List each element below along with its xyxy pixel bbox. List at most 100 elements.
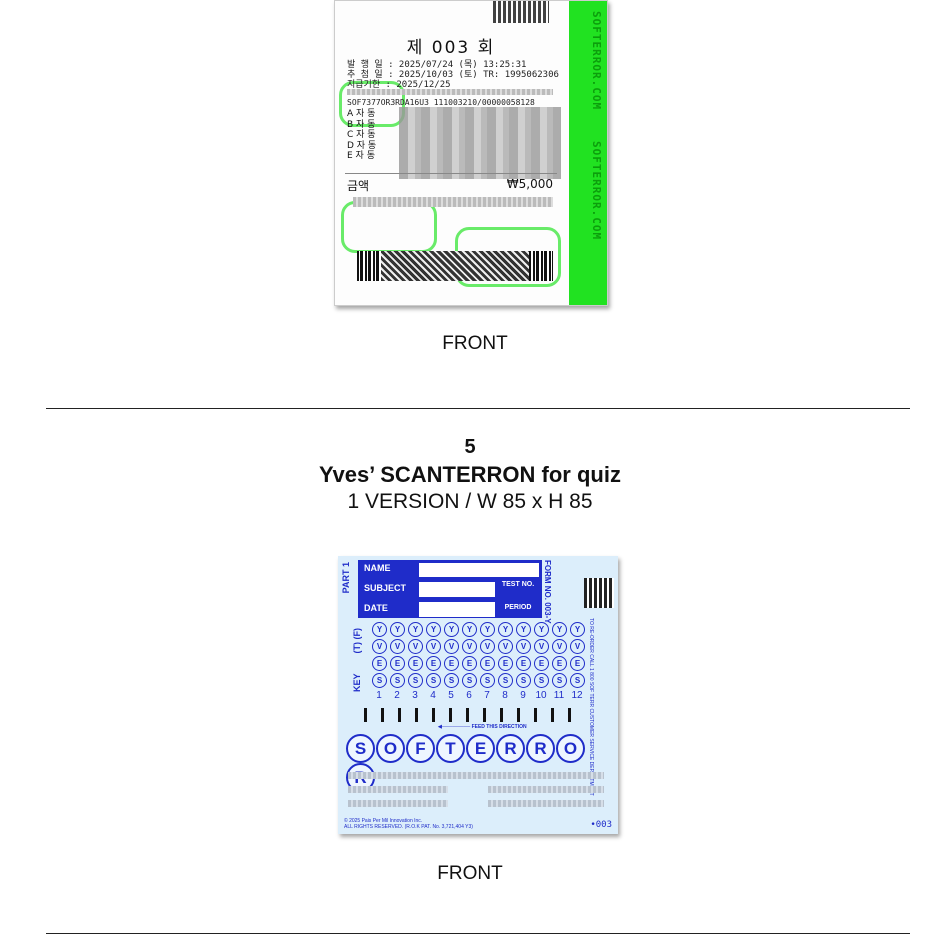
answer-bubble: Y — [552, 622, 567, 637]
auto-label: C 자 동 — [347, 130, 376, 140]
blurred-text — [488, 786, 604, 793]
question-number: 11 — [553, 690, 565, 701]
answer-bubble: Y — [516, 622, 531, 637]
answer-bubble: Y — [408, 622, 423, 637]
answer-bubble: V — [462, 639, 477, 654]
answer-bubble: V — [426, 639, 441, 654]
answer-bubble: Y — [534, 622, 549, 637]
ticket-amount-row: 금액 ₩5,000 — [347, 177, 553, 194]
feed-direction: ◀──────── FEED THIS DIRECTION — [438, 724, 527, 730]
answer-bubble: S — [408, 673, 423, 688]
ticket-auto-labels: A 자 동 B 자 동 C 자 동 D 자 동 E 자 동 — [347, 109, 376, 162]
ticket-issue-date: 발 행 일 : 2025/07/24 (목) 13:25:31 — [347, 60, 527, 70]
question-number: 7 — [484, 690, 490, 701]
answer-bubble: E — [372, 656, 387, 671]
answer-bubble: S — [426, 673, 441, 688]
front-label: FRONT — [437, 863, 503, 884]
item-number: 5 — [464, 436, 476, 458]
answer-bubble: V — [552, 639, 567, 654]
letter-bubble: T — [436, 734, 465, 763]
side-note: TO RE-ORDER CALL 1 800 SOF TERR CUSTOMER… — [588, 618, 594, 796]
field-name: NAME — [364, 563, 391, 573]
info-table: NAME SUBJECT DATE TEST NO. PERIOD — [358, 560, 542, 618]
answer-bubble: S — [372, 673, 387, 688]
answer-bubble: E — [498, 656, 513, 671]
answer-bubble: Y — [444, 622, 459, 637]
green-graphic — [339, 81, 405, 127]
field-date: DATE — [364, 603, 388, 613]
letter-bubble: E — [466, 734, 495, 763]
answer-bubble: Y — [480, 622, 495, 637]
question-number: 3 — [412, 690, 418, 701]
blurred-text — [353, 197, 553, 207]
barcode-icon — [357, 251, 553, 281]
answer-bubble: Y — [462, 622, 477, 637]
softerror-bubbles: SOFTERROR — [346, 734, 614, 792]
blurred-text — [347, 89, 553, 95]
green-graphic — [341, 201, 437, 253]
answer-bubble: E — [462, 656, 477, 671]
scantron-card-image: PART 1 NAME SUBJECT DATE TEST NO. PERIOD… — [338, 556, 618, 834]
item-title: Yves’ SCANTERRON for quiz — [319, 462, 621, 487]
answer-bubble: E — [534, 656, 549, 671]
answer-bubble: E — [408, 656, 423, 671]
answer-bubble: V — [372, 639, 387, 654]
answer-bubble: S — [570, 673, 585, 688]
auto-label: A 자 동 — [347, 109, 376, 119]
answer-bubble: Y — [498, 622, 513, 637]
ticket-serial: SOF7377OR3RDA16U3 111003210/00000058128 — [347, 98, 535, 107]
answer-bubble: Y — [390, 622, 405, 637]
question-number: 4 — [430, 690, 436, 701]
answer-bubble: V — [444, 639, 459, 654]
answer-bubble: V — [390, 639, 405, 654]
answer-bubble: V — [516, 639, 531, 654]
answer-bubble: E — [426, 656, 441, 671]
answer-bubble: S — [498, 673, 513, 688]
answer-bubble: S — [480, 673, 495, 688]
answer-bubble: Y — [372, 622, 387, 637]
answer-bubble: S — [444, 673, 459, 688]
answer-bubble: V — [408, 639, 423, 654]
answer-bubble: E — [516, 656, 531, 671]
band-text: SOFTERROR.COM — [590, 141, 603, 241]
blurred-numbers — [399, 107, 561, 179]
answer-bubble: V — [480, 639, 495, 654]
answer-bubble: S — [462, 673, 477, 688]
answer-bubble: Y — [570, 622, 585, 637]
blurred-text — [348, 800, 448, 807]
auto-label: E 자 동 — [347, 151, 375, 161]
question-number: 8 — [502, 690, 508, 701]
letter-bubble: O — [376, 734, 405, 763]
answer-bubble: V — [570, 639, 585, 654]
answer-bubble: Y — [426, 622, 441, 637]
card-code: •003 — [590, 820, 612, 830]
answer-bubble: V — [498, 639, 513, 654]
answer-bubble: E — [444, 656, 459, 671]
letter-bubble: R — [496, 734, 525, 763]
answer-bubble: S — [390, 673, 405, 688]
letter-bubble: S — [346, 734, 375, 763]
timing-marks — [364, 708, 584, 722]
question-number: 6 — [466, 690, 472, 701]
form-number: FORM NO. 003-Y — [543, 560, 552, 624]
ticket-card-image: 제 003 회 발 행 일 : 2025/07/24 (목) 13:25:31 … — [334, 0, 608, 306]
ticket-draw-date: 추 첨 일 : 2025/10/03 (토) TR: 1995062306 — [347, 70, 559, 80]
section-divider — [46, 933, 910, 934]
divider — [345, 173, 557, 174]
letter-bubble: F — [406, 734, 435, 763]
ticket-round: 제 003 회 — [406, 38, 496, 58]
field-subject: SUBJECT — [364, 583, 407, 593]
amount-label: 금액 — [347, 179, 370, 193]
item-subtitle: 1 VERSION / W 85 x H 85 — [347, 490, 593, 513]
answer-bubble: S — [516, 673, 531, 688]
answer-bubble: E — [552, 656, 567, 671]
